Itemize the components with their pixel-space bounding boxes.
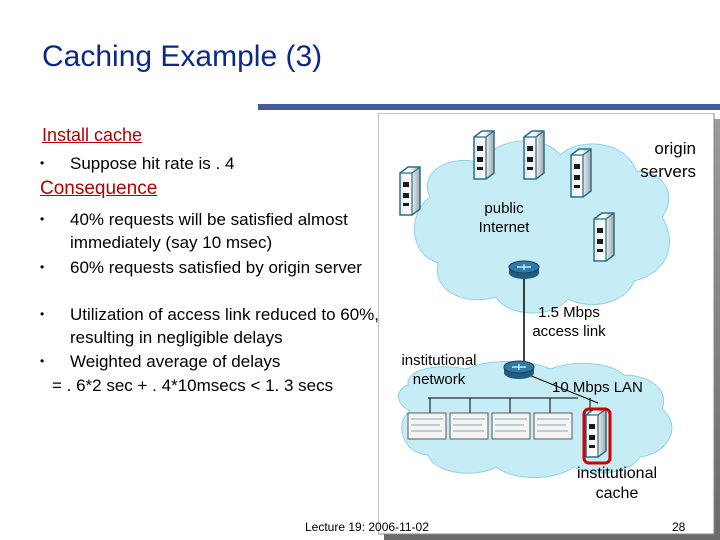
origin-servers-label-line1: origin (654, 139, 696, 158)
workstation-icon (491, 412, 531, 440)
origin-servers-label-line2: servers (640, 162, 696, 181)
server-icon (570, 148, 592, 198)
network-diagram-graphic (378, 113, 720, 540)
install-cache-heading: Install cache (42, 125, 143, 145)
lan-label: 10 Mbps LAN (552, 379, 643, 396)
page-number: 28 (672, 520, 686, 534)
public-internet-label: public Internet (474, 199, 534, 237)
workstation-icon (449, 412, 489, 440)
router-icon (508, 260, 540, 280)
install-bullet-text: Suppose hit rate is . 4 (70, 154, 235, 173)
bullet-dot: • (40, 354, 45, 368)
cache-highlight (582, 407, 612, 465)
network-diagram: origin servers public Internet 1.5 Mbps … (378, 113, 720, 540)
server-icon (593, 212, 615, 262)
router-icon (503, 360, 535, 380)
slide-title: Caching Example (3) (42, 40, 323, 73)
server-icon (473, 130, 495, 180)
consequence-bullet-text: Weighted average of delays (70, 352, 281, 371)
bullet-dot: • (40, 260, 45, 274)
institutional-network-label: institutional network (396, 351, 482, 389)
access-link-label-line1: 1.5 Mbps (538, 304, 600, 321)
institutional-cache-label: institutional cache (562, 464, 672, 504)
cache-server-icon (585, 408, 607, 458)
slide-footer: Lecture 19: 2006-11-02 (305, 520, 429, 534)
public-internet-cloud (414, 140, 670, 314)
institutional-network-label-line1: institutional (401, 352, 477, 369)
bullet-dot: • (40, 212, 45, 226)
server-icon (399, 166, 421, 216)
workstation-icon (407, 412, 447, 440)
access-link-label-line2: access link (532, 323, 606, 340)
title-underline-bar (258, 104, 720, 110)
origin-servers-label: origin servers (628, 137, 696, 183)
institutional-cache-label-line1: institutional (576, 465, 658, 482)
public-internet-label-line2: Internet (478, 219, 530, 236)
bullet-dot: • (40, 156, 45, 170)
delay-formula: = . 6*2 sec + . 4*10msecs < 1. 3 secs (52, 376, 334, 395)
consequence-heading: Consequence (40, 178, 158, 199)
consequence-bullet-text: 40% requests will be satisfied almost im… (70, 210, 348, 252)
workstation-icon (533, 412, 573, 440)
lan-link-line (523, 372, 599, 404)
access-link-label: 1.5 Mbps access link (528, 303, 610, 341)
server-icon (523, 130, 545, 180)
institutional-network-label-line2: network (412, 371, 466, 388)
consequence-bullet-text: 60% requests satisfied by origin server (70, 258, 362, 277)
bullet-dot: • (40, 307, 45, 321)
consequence-bullet-text: Utilization of access link reduced to 60… (70, 305, 379, 347)
institutional-cache-label-line2: cache (595, 485, 639, 502)
public-internet-label-line1: public (484, 200, 524, 217)
